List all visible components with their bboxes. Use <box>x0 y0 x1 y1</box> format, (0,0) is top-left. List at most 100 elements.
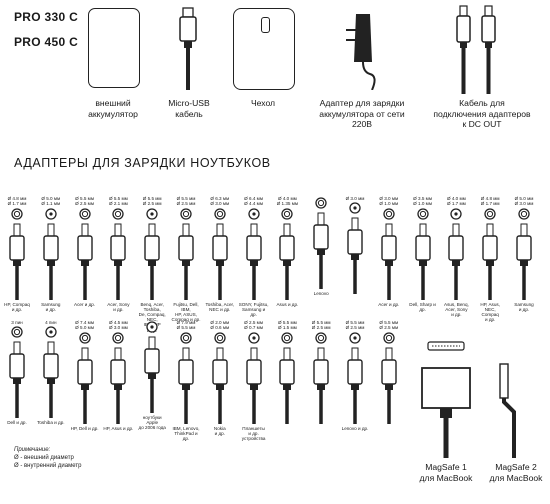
adapter-tip-icon <box>239 207 269 300</box>
adapter-tip-icon <box>2 207 32 300</box>
adapter-tip-icon <box>374 331 404 424</box>
adapter-tip-icon <box>103 331 133 424</box>
dc-out-cable-illustration <box>456 5 496 94</box>
adapter-tip-icon <box>340 331 370 424</box>
adapter-compatibility-label: Dell, Sharp и др. <box>409 301 436 312</box>
adapter-compatibility-label: Toshiba, Acer,NEC и др. <box>205 301 235 312</box>
wall-charger-illustration <box>346 14 376 90</box>
adapter-compatibility-label: Lenovo <box>313 291 329 296</box>
adapter-tip-icon <box>509 207 539 300</box>
adapter-tip-icon <box>239 331 269 424</box>
note-block: Примечание: Ø - внешний диаметр Ø - внут… <box>14 446 81 471</box>
adapter-compatibility-label: SONY, Fujitsu,Samsung и др. <box>238 301 269 317</box>
power-bank-illustration <box>88 8 140 88</box>
adapter-diameter: Ø 3.0 мм <box>345 196 365 201</box>
adapter-compatibility-label: Asus и др. <box>276 301 299 307</box>
note-title: Примечание: <box>14 447 51 453</box>
adapter-tip-icon <box>205 331 235 424</box>
adapter-compatibility-label: HP, Asus и др. <box>103 425 134 431</box>
note-outer: Ø - внешний диаметр <box>14 455 74 462</box>
adapter-tip-icon <box>171 331 201 424</box>
magsafe-2-illustration <box>499 363 516 458</box>
adapter-tip: Ø 3.0 мм <box>340 196 370 296</box>
adapter-compatibility-label: Toshiba и др. <box>37 420 65 426</box>
adapter-compatibility-label: Lenovo и др. <box>341 425 369 431</box>
adapter-tip-icon <box>70 331 100 424</box>
adapter-tip-icon <box>374 207 404 300</box>
adapter-diameter: 4 пин <box>45 320 57 325</box>
adapter-diameter: 3 пин <box>11 320 23 325</box>
adapter-tip: Lenovo <box>306 196 336 296</box>
adapter-tip-icon <box>475 207 505 300</box>
adapter-tip-icon <box>36 207 66 300</box>
micro-usb-cable-illustration <box>179 7 197 90</box>
adapter-tip-icon <box>103 207 133 300</box>
section-title: АДАПТЕРЫ ДЛЯ ЗАРЯДКИ НОУТБУКОВ <box>14 156 271 170</box>
adapter-compatibility-label: Acer и др. <box>74 301 96 307</box>
adapter-compatibility-label: Fujitsu, Dell, IBM,HP, ASUS,Compaq и др. <box>171 301 201 323</box>
accessory-label-case: Чехол <box>250 98 276 108</box>
adapter-tip-icon <box>70 207 100 300</box>
adapter-tip-icon <box>272 331 302 424</box>
adapter-tip-icon <box>408 207 438 300</box>
adapter-compatibility-label: HP, Dell и др. <box>70 425 99 431</box>
adapter-tip-icon <box>272 207 302 300</box>
adapter-tip-icon <box>306 331 336 424</box>
note-inner: Ø - внутренний диаметр <box>14 463 82 470</box>
model-name-2: PRO 450 C <box>14 35 79 49</box>
adapter-compatibility-label: Acer и др. <box>378 301 400 307</box>
model-name-1: PRO 330 C <box>14 10 79 24</box>
adapter-tip-icon <box>137 321 167 413</box>
